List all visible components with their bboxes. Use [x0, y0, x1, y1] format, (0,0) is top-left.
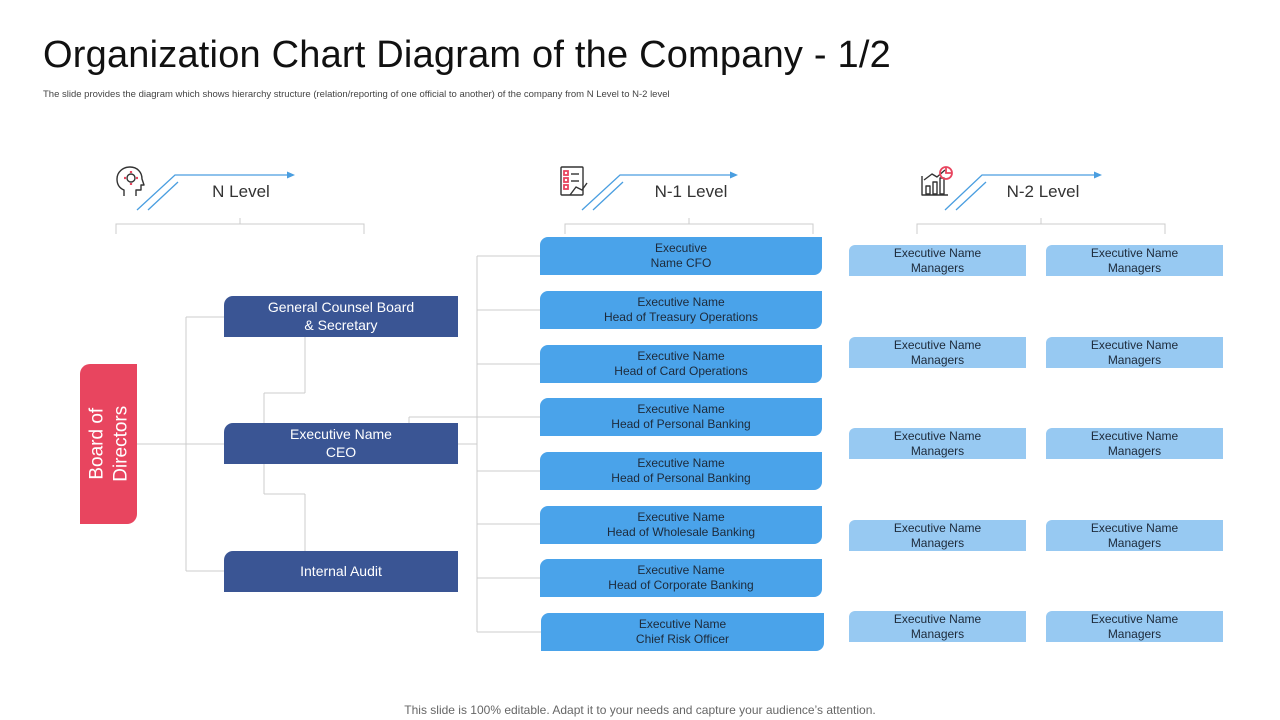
n2-level-box: Executive Name Managers: [1046, 245, 1223, 276]
n2-level-line2: Managers: [910, 443, 965, 458]
n1-level-box: Executive Name Head of Card Operations: [540, 345, 822, 383]
n2-level-line2: Managers: [1107, 535, 1162, 550]
n2-level-line1: Executive Name: [1090, 245, 1179, 260]
level-label-n: N Level: [212, 182, 270, 201]
board-label-line2: Directors: [109, 405, 131, 483]
n2-level-box: Executive Name Managers: [1046, 337, 1223, 368]
n1-level-line2: Chief Risk Officer: [635, 632, 730, 646]
n2-level-line2: Managers: [910, 535, 965, 550]
n1-level-box: Executive Name Head of Corporate Banking: [540, 559, 822, 597]
n2-level-box: Executive Name Managers: [1046, 428, 1223, 459]
n-level-line2: & Secretary: [304, 316, 378, 333]
n2-level-line2: Managers: [910, 352, 965, 367]
n1-level-line2: Name CFO: [650, 256, 712, 270]
growth-chart-icon: [921, 166, 953, 196]
page-subtitle: The slide provides the diagram which sho…: [43, 89, 670, 100]
n-level-line2: CEO: [325, 443, 357, 460]
head-gear-icon: [116, 166, 145, 196]
n2-level-line2: Managers: [910, 260, 965, 275]
n2-level-line2: Managers: [1107, 443, 1162, 458]
checklist-board-icon: [560, 166, 588, 196]
n-level-box: General Counsel Board & Secretary: [224, 296, 458, 337]
n2-level-line2: Managers: [1107, 626, 1162, 641]
n2-level-box: Executive Name Managers: [1046, 520, 1223, 551]
board-of-directors-box: Board of Directors: [80, 364, 137, 524]
n1-level-box: Executive Name Head of Personal Banking: [540, 398, 822, 436]
n2-level-box: Executive Name Managers: [849, 611, 1026, 642]
n-level-box: Internal Audit: [224, 551, 458, 592]
n2-level-line2: Managers: [1107, 260, 1162, 275]
n1-level-line2: Head of Wholesale Banking: [606, 525, 756, 539]
level-label-n2: N-2 Level: [1006, 182, 1080, 201]
n1-level-line1: Executive Name: [637, 456, 725, 470]
n1-level-line1: Executive: [654, 241, 708, 255]
footer-note: This slide is 100% editable. Adapt it to…: [404, 703, 876, 717]
n1-level-line2: Head of Card Operations: [614, 364, 748, 378]
n2-level-line1: Executive Name: [1090, 611, 1179, 626]
n-level-line1: Executive Name: [290, 426, 392, 442]
n2-level-line1: Executive Name: [893, 611, 982, 626]
n1-level-line2: Head of Treasury Operations: [603, 310, 759, 324]
n2-level-line2: Managers: [910, 626, 965, 641]
n2-level-line2: Managers: [1107, 352, 1162, 367]
n1-level-line1: Executive Name: [637, 295, 725, 309]
n2-level-box: Executive Name Managers: [1046, 611, 1223, 642]
board-label-line1: Board of: [85, 408, 107, 480]
n2-level-box: Executive Name Managers: [849, 337, 1026, 368]
n1-level-box: Executive Name Head of Treasury Operatio…: [540, 291, 822, 329]
n2-level-line1: Executive Name: [893, 428, 982, 443]
n2-level-line1: Executive Name: [1090, 337, 1179, 352]
n2-level-box: Executive Name Managers: [849, 428, 1026, 459]
n2-level-line1: Executive Name: [1090, 520, 1179, 535]
n-level-line1: Internal Audit: [300, 562, 382, 579]
n-level-line1: General Counsel Board: [267, 299, 415, 315]
n1-level-line2: Head of Personal Banking: [611, 417, 751, 431]
level-label-n1: N-1 Level: [654, 182, 728, 201]
n2-level-line1: Executive Name: [893, 520, 982, 535]
n1-level-box: Executive Name Head of Personal Banking: [540, 452, 822, 490]
n2-level-box: Executive Name Managers: [849, 520, 1026, 551]
n1-level-box: Executive Name Head of Wholesale Banking: [540, 506, 822, 544]
n2-level-box: Executive Name Managers: [849, 245, 1026, 276]
n1-level-line1: Executive Name: [637, 563, 725, 577]
n1-level-box: Executive Name CFO: [540, 237, 822, 275]
n2-level-line1: Executive Name: [893, 245, 982, 260]
n1-level-line1: Executive Name: [638, 617, 727, 631]
n1-level-line1: Executive Name: [637, 510, 725, 524]
page-title: Organization Chart Diagram of the Compan…: [43, 34, 891, 76]
n1-level-box: Executive Name Chief Risk Officer: [541, 613, 824, 651]
n1-level-line1: Executive Name: [637, 402, 725, 416]
n1-level-line1: Executive Name: [637, 349, 725, 363]
n2-level-line1: Executive Name: [1090, 428, 1179, 443]
n1-level-line2: Head of Personal Banking: [611, 471, 751, 485]
n1-level-line2: Head of Corporate Banking: [608, 578, 754, 592]
n-level-box: Executive Name CEO: [224, 423, 458, 464]
n2-level-line1: Executive Name: [893, 337, 982, 352]
